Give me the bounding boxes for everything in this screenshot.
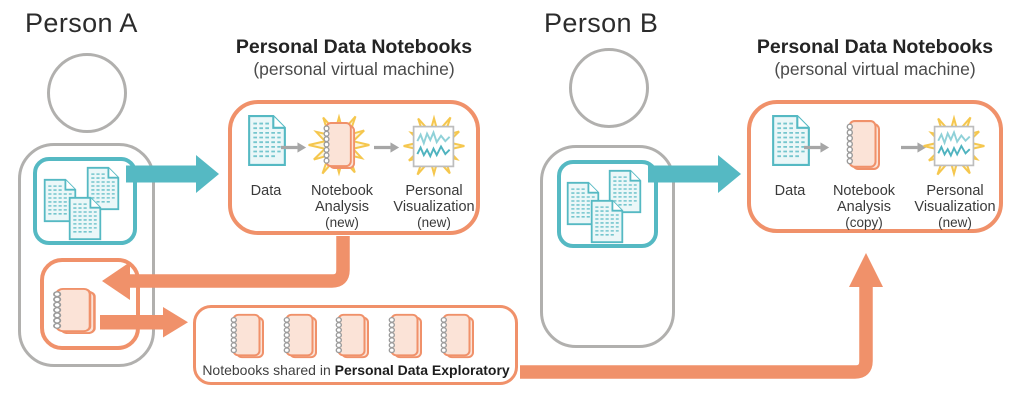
step-line: Analysis [314, 199, 369, 215]
vm-b-title: Personal Data Notebooks [756, 36, 994, 58]
step-tag: (new) [938, 215, 972, 230]
vm-b-subtitle: (personal virtual machine) [774, 59, 976, 79]
shared-notebook-icon [439, 313, 475, 359]
shared-notebook-icon [282, 313, 318, 359]
step-line: Analysis [836, 199, 891, 215]
arrow-right-icon [374, 141, 400, 154]
notebook-icon [51, 287, 97, 335]
vm-a-step-visualization-label: Personal Visualization (new) [393, 183, 474, 231]
shared-to-vm-b-arrow [520, 253, 883, 379]
step-line: Notebook [310, 183, 374, 199]
shared-notebook-icon [229, 313, 265, 359]
vm-b-step-data-label: Data [775, 183, 806, 199]
vm-to-notebook-arrow [102, 236, 350, 300]
person-a-title: Person A [25, 8, 138, 38]
vm-b-step-visualization-label: Personal Visualization (new) [914, 183, 995, 231]
step-line: Visualization [393, 199, 475, 215]
vm-a-title: Personal Data Notebooks [235, 36, 473, 58]
shared-notebook-icon [334, 313, 370, 359]
data-flow-arrow-b [648, 155, 741, 193]
chart-icon [933, 125, 975, 167]
arrow-right-icon [804, 141, 830, 154]
step-line: Personal [405, 183, 463, 199]
arrow-right-icon [281, 141, 307, 154]
notebook-icon [845, 119, 881, 171]
person-a-head [47, 53, 127, 133]
step-line: Data [774, 183, 806, 199]
step-tag: (new) [325, 215, 359, 230]
step-line: Data [250, 183, 282, 199]
chart-icon [412, 125, 455, 168]
shared-caption-prefix: Notebooks shared in [202, 362, 335, 378]
vm-a-step-data-label: Data [251, 183, 282, 199]
vm-a-step-analysis-label: Notebook Analysis (new) [311, 183, 373, 231]
step-line: Personal [926, 183, 984, 199]
person-b-title: Person B [544, 8, 659, 38]
step-line: Notebook [832, 183, 896, 199]
step-tag: (new) [417, 215, 451, 230]
document-icon [589, 199, 625, 244]
step-line: Visualization [914, 199, 996, 215]
shared-caption-name: Personal Data Exploratory [334, 362, 510, 378]
data-flow-arrow-a [126, 155, 219, 193]
shared-caption: Notebooks shared in Personal Data Explor… [202, 362, 509, 378]
vm-b-step-analysis-label: Notebook Analysis (copy) [833, 183, 895, 231]
shared-notebook-icon [387, 313, 423, 359]
vm-a-subtitle: (personal virtual machine) [253, 59, 455, 79]
notebook-to-shared-arrow [100, 307, 188, 338]
notebook-icon [322, 121, 356, 170]
step-tag: (copy) [845, 215, 883, 230]
person-b-head [569, 48, 649, 128]
